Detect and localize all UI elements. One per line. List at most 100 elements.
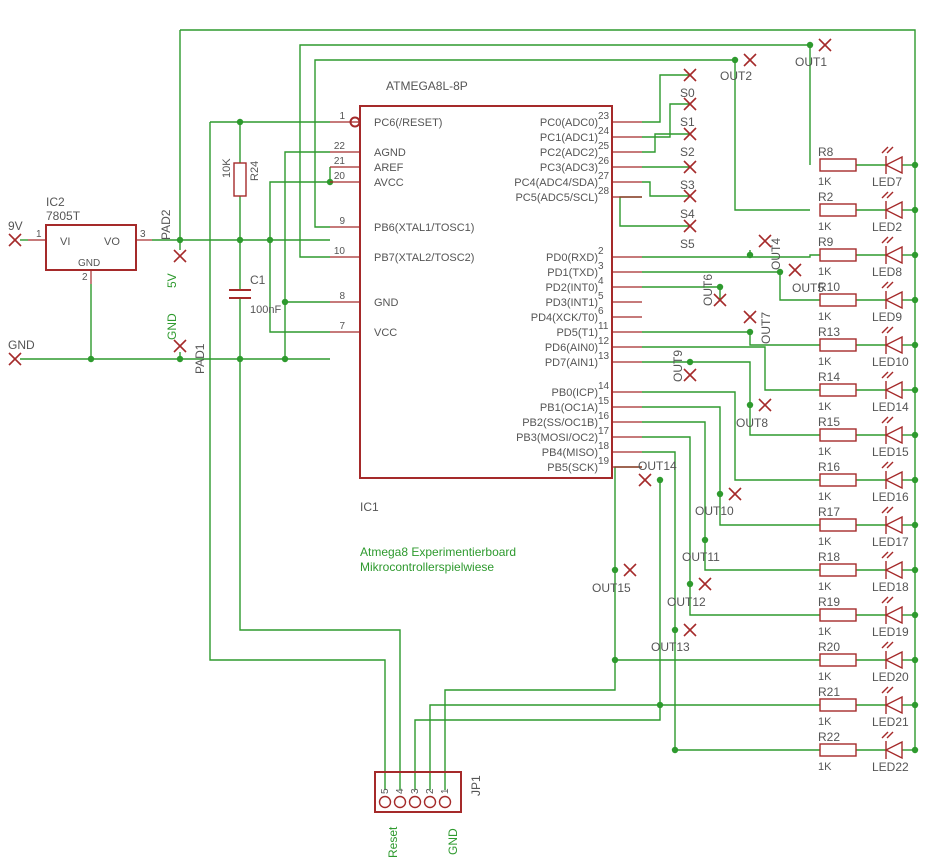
wire <box>642 181 690 197</box>
led-light-arrow <box>881 191 889 199</box>
led-name: LED17 <box>872 535 909 549</box>
junction-dot <box>701 536 709 544</box>
ic1-pin-number: 3 <box>598 261 604 272</box>
out2-x <box>743 53 757 67</box>
ic1-pin-number: 10 <box>334 246 346 257</box>
ic1-pin-number: 21 <box>334 156 346 167</box>
jp1-body <box>374 771 462 813</box>
jp1-pin-number: 3 <box>410 788 421 794</box>
component-symbols <box>8 38 903 813</box>
port-9v-label: 9V <box>8 219 23 233</box>
port-9v-x <box>8 233 22 247</box>
junction-dot <box>671 746 679 754</box>
ic1-pin-name: PB6(XTAL1/TOSC1) <box>374 222 474 234</box>
analog-out-x <box>683 219 697 233</box>
ic1-pin-number: 8 <box>339 291 345 302</box>
out10-x <box>728 487 742 501</box>
resistor-body <box>819 698 857 712</box>
c1-value: 100nF <box>250 304 281 316</box>
led-light-arrow <box>881 686 889 694</box>
led-name: LED22 <box>872 760 909 774</box>
junction-dot <box>611 566 619 574</box>
out9-x <box>683 368 697 382</box>
ic1-pin-number: 20 <box>334 171 346 182</box>
net-wires <box>20 29 919 790</box>
ic1-pin-number: 2 <box>598 246 604 257</box>
ic2-vi-label: VI <box>60 236 70 248</box>
ic1-pin-number: 1 <box>339 111 345 122</box>
junction-dot <box>806 41 814 49</box>
ic1-pin-number: 11 <box>598 321 609 332</box>
jp1-pin-circle <box>378 795 392 809</box>
pad2-name: PAD2 <box>159 209 173 240</box>
junction-dot <box>671 626 679 634</box>
led-body <box>884 740 903 760</box>
resistor-body <box>819 653 857 667</box>
out6-label: OUT6 <box>701 274 715 306</box>
ic1-pin-name: PD2(INT0) <box>545 282 598 294</box>
ic1-name-label: IC1 <box>360 500 379 514</box>
resistor-name: R20 <box>818 640 840 654</box>
ic1-pin-number: 28 <box>598 186 610 197</box>
ic1-pin-number: 6 <box>598 306 604 317</box>
led-light-arrow <box>881 371 889 379</box>
led-light-arrow <box>881 731 889 739</box>
resistor-name: R10 <box>818 280 840 294</box>
resistor-name: R17 <box>818 505 840 519</box>
out14-label: OUT14 <box>638 459 677 473</box>
led-name: LED21 <box>872 715 909 729</box>
led-body <box>884 380 903 400</box>
junction-dot <box>87 355 95 363</box>
analog-out-x <box>683 68 697 82</box>
resistor-body <box>819 608 857 622</box>
resistor-body <box>819 158 857 172</box>
wire <box>642 436 820 616</box>
led-name: LED10 <box>872 355 909 369</box>
pad1-gnd-label: GND <box>165 313 179 340</box>
wire <box>284 151 330 359</box>
jp1-pin-number: 5 <box>380 788 391 794</box>
led-body <box>884 650 903 670</box>
ic1-pin-name: AREF <box>374 162 404 174</box>
jp1-pin-circle <box>438 795 452 809</box>
resistor-value: 1K <box>818 356 832 368</box>
analog-out-x <box>683 189 697 203</box>
junction-dot <box>911 566 919 574</box>
ic1-pin-name: PC1(ADC1) <box>540 132 598 144</box>
junction-dot <box>281 298 289 306</box>
led-name: LED18 <box>872 580 909 594</box>
led-body <box>884 515 903 535</box>
ic1-pin-name: PD3(INT1) <box>545 297 598 309</box>
wire <box>642 421 820 571</box>
ic1-body <box>359 105 613 479</box>
ic1-pin-name: PD7(AIN1) <box>545 357 598 369</box>
ic1-part-label: ATMEGA8L-8P <box>386 79 468 93</box>
ic1-pin-number: 24 <box>598 126 610 137</box>
junction-dot <box>911 161 919 169</box>
analog-out-label: S5 <box>680 237 695 251</box>
wire <box>269 240 330 333</box>
ic1-pin-name: AGND <box>374 147 406 159</box>
led-light-arrow <box>881 461 889 469</box>
analog-out-x <box>683 127 697 141</box>
wire <box>314 59 810 228</box>
pad1-x <box>173 339 187 353</box>
wire <box>642 391 820 481</box>
resistor-value: 1K <box>818 311 832 323</box>
led-light-arrow <box>881 326 889 334</box>
led-body <box>884 560 903 580</box>
led-body <box>884 155 903 175</box>
board-subtitle: Mikrocontrollerspielwiese <box>360 560 494 574</box>
led-name: LED16 <box>872 490 909 504</box>
junction-dot <box>266 236 274 244</box>
wire <box>299 44 811 258</box>
ic1-pin-name: PB0(ICP) <box>552 387 598 399</box>
resistor-name: R13 <box>818 325 840 339</box>
ic1-pin-number: 14 <box>598 381 610 392</box>
junction-dot <box>716 490 724 498</box>
pad2-5v-label: 5V <box>165 273 179 288</box>
led-name: LED2 <box>872 220 902 234</box>
ic2-vo-label: VO <box>104 236 120 248</box>
resistor-value: 1K <box>818 581 832 593</box>
wire <box>269 181 330 240</box>
